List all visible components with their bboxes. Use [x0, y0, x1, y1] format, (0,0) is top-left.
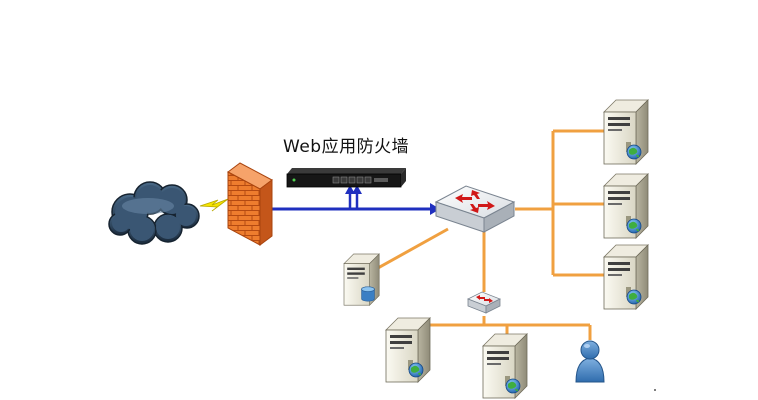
dot: [654, 389, 656, 391]
cloud-icon: [108, 181, 200, 245]
server-tower-icon: [385, 317, 431, 383]
server-tower-icon: [603, 173, 649, 239]
lightning-icon: [199, 198, 229, 212]
server-tower-icon: [603, 99, 649, 165]
database-server-icon: [343, 253, 380, 306]
core-switch-icon: [434, 185, 516, 233]
diagram-title: Web应用防火墙: [283, 137, 410, 157]
access-switch-icon: [467, 291, 501, 314]
rack-appliance-icon: [286, 168, 406, 188]
brick-firewall-icon: [227, 162, 273, 246]
wan-links: [272, 185, 440, 215]
server-tower-icon: [603, 244, 649, 310]
server-tower-icon: [482, 333, 528, 399]
user-icon: [575, 340, 605, 383]
